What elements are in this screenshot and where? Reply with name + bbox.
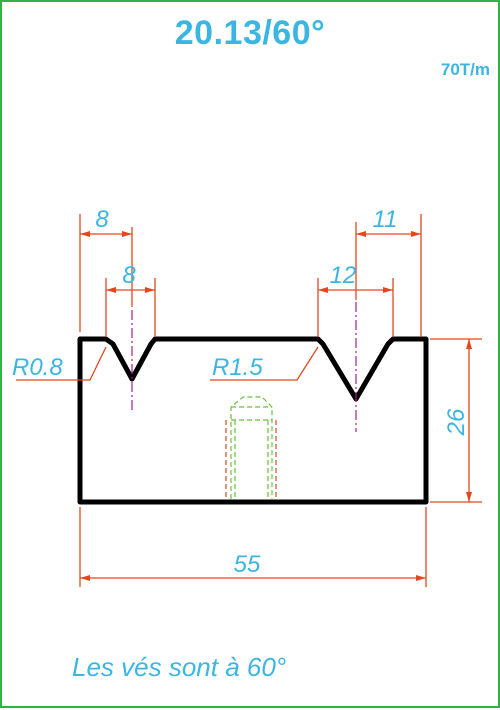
tang-red-lines [225,420,277,499]
dim-radius-small: R0.8 [12,354,63,381]
tang-hidden-lines [230,396,273,499]
dim-v1-inner-opening: 8 [122,262,136,289]
dimension-arrowheads [80,231,472,581]
dim-radius-large: R1.5 [212,354,263,381]
dim-width: 55 [234,551,261,578]
dim-v2-inner-opening: 12 [330,262,357,289]
die-profile-outline [77,336,429,505]
tonnage-label: 70T/m [440,60,490,79]
dimension-lines [16,214,482,587]
die-title: 20.13/60° [174,14,326,52]
dim-v2-top-opening: 11 [373,206,398,233]
dim-v1-top-opening: 8 [95,206,109,233]
v-angle-note: Les vés sont à 60° [72,652,287,682]
dim-height: 26 [443,408,470,436]
